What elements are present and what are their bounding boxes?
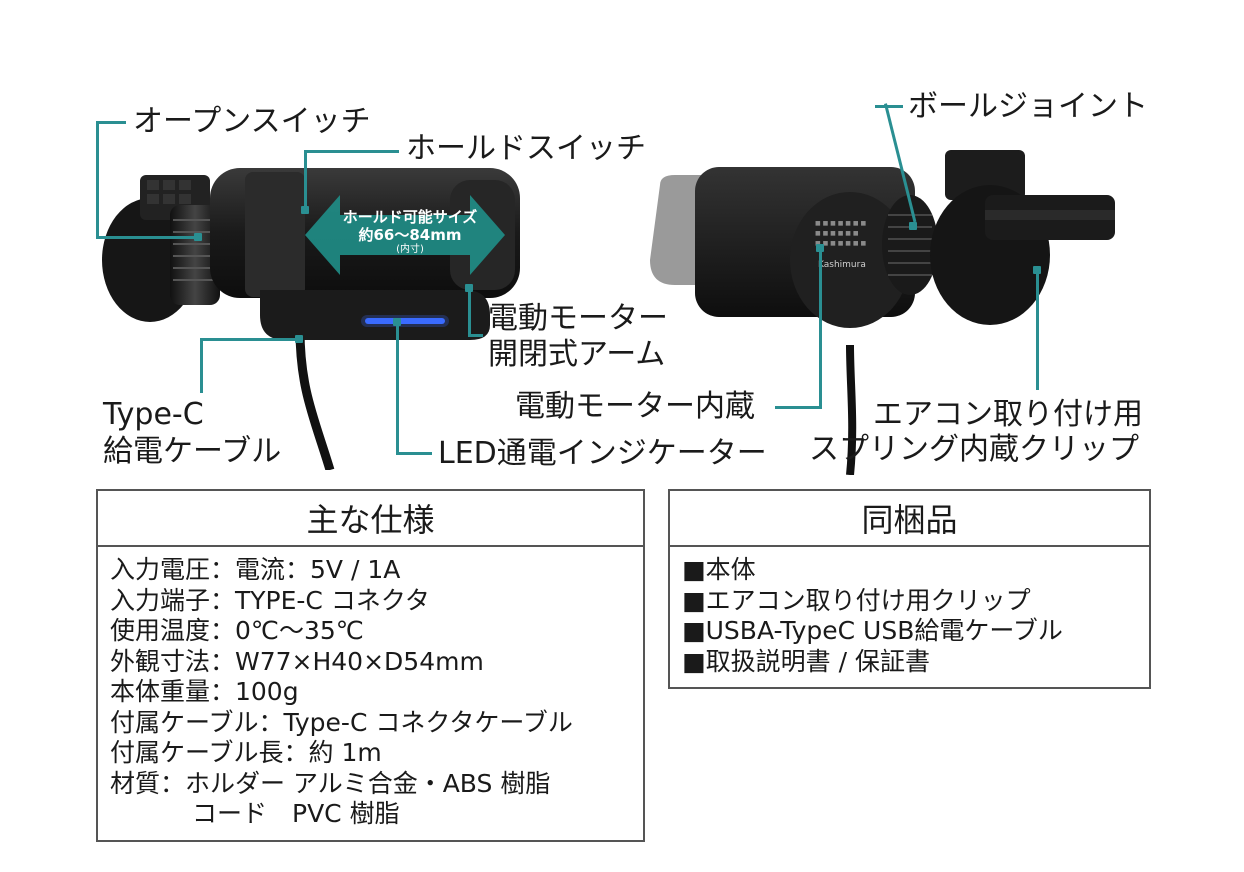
label-motor-arm-line2: 開閉式アーム bbox=[488, 337, 666, 372]
holder-front-illustration bbox=[102, 168, 520, 472]
product-photo-back: ■ ■ ■ ■ ■ ■ ■ ■ ■ ■ ■ ■ ■ ■ ■ ■ ■ ■ ■ ■ … bbox=[640, 145, 1120, 476]
label-hold-switch: ホールドスイッチ bbox=[406, 131, 646, 166]
contents-row-body: ■本体 bbox=[682, 555, 756, 584]
spec-box: 主な仕様 入力電圧：電流：5V / 1A 入力端子：TYPE-C コネクタ 使用… bbox=[96, 489, 645, 842]
svg-text:■ ■ ■ ■ ■ ■: ■ ■ ■ ■ ■ ■ bbox=[815, 230, 859, 237]
product-photo-front bbox=[95, 150, 525, 472]
svg-text:■ ■ ■ ■ ■ ■ ■: ■ ■ ■ ■ ■ ■ ■ bbox=[815, 240, 866, 247]
leader-motor-builtin-dot bbox=[816, 244, 824, 252]
label-clip-line2: スプリング内蔵クリップ bbox=[809, 432, 1139, 467]
leader-type-c-h bbox=[200, 338, 295, 341]
contents-row-cable: ■USBA-TypeC USB給電ケーブル bbox=[682, 616, 1063, 645]
spec-box-title: 主な仕様 bbox=[98, 491, 643, 547]
contents-list: ■本体 ■エアコン取り付け用クリップ ■USBA-TypeC USB給電ケーブル… bbox=[670, 547, 1149, 685]
label-open-switch: オープンスイッチ bbox=[133, 104, 371, 139]
contents-box: 同梱品 ■本体 ■エアコン取り付け用クリップ ■USBA-TypeC USB給電… bbox=[668, 489, 1151, 689]
hold-size-line2: 約66～84mm bbox=[358, 226, 462, 244]
holder-back-illustration: ■ ■ ■ ■ ■ ■ ■ ■ ■ ■ ■ ■ ■ ■ ■ ■ ■ ■ ■ ■ … bbox=[650, 150, 1115, 476]
contents-box-title: 同梱品 bbox=[670, 491, 1149, 547]
leader-hold-switch-dot bbox=[301, 206, 309, 214]
label-led-indicator: LED通電インジケーター bbox=[438, 436, 767, 471]
label-type-c-line1: Type-C bbox=[103, 397, 204, 432]
leader-open-switch-dot bbox=[194, 233, 202, 241]
leader-motor-arm-h bbox=[468, 334, 483, 337]
leader-type-c-dot bbox=[295, 335, 303, 343]
hold-size-line1: ホールド可能サイズ bbox=[342, 208, 478, 226]
leader-led-h bbox=[396, 452, 432, 455]
spec-row-cable-length: 付属ケーブル長：約 1m bbox=[110, 738, 382, 767]
svg-text:■ ■ ■ ■ ■ ■ ■: ■ ■ ■ ■ ■ ■ ■ bbox=[815, 220, 866, 227]
spec-row-temperature: 使用温度：0℃～35℃ bbox=[110, 616, 364, 645]
leader-clip-v bbox=[1036, 270, 1039, 390]
leader-ball-joint-h bbox=[875, 105, 903, 108]
label-motor-builtin: 電動モーター内蔵 bbox=[515, 389, 755, 424]
leader-ball-joint-dot bbox=[909, 222, 917, 230]
leader-motor-builtin-v bbox=[819, 248, 822, 409]
hold-size-line3: (内寸) bbox=[396, 244, 424, 255]
leader-led-v bbox=[396, 322, 399, 454]
leader-open-switch-h2 bbox=[96, 236, 196, 239]
leader-motor-arm-v bbox=[468, 286, 471, 336]
spec-row-input: 入力端子：TYPE-C コネクタ bbox=[110, 585, 430, 615]
label-clip-line1: エアコン取り付け用 bbox=[873, 397, 1143, 432]
label-ball-joint: ボールジョイント bbox=[908, 89, 1148, 124]
leader-type-c-v bbox=[200, 338, 203, 393]
label-motor-arm-line1: 電動モーター bbox=[488, 301, 668, 336]
leader-hold-switch-v bbox=[304, 150, 307, 210]
hold-size-text: ホールド可能サイズ 約66～84mm (内寸) bbox=[320, 208, 500, 256]
spec-row-cable: 付属ケーブル：Type-C コネクタケーブル bbox=[110, 707, 573, 737]
leader-motor-builtin-h bbox=[775, 406, 822, 409]
spec-row-dimensions: 外観寸法：W77×H40×D54mm bbox=[110, 646, 484, 676]
spec-row-voltage: 入力電圧：電流：5V / 1A bbox=[110, 555, 401, 584]
spec-row-material: 材質：ホルダー アルミ合金・ABS 樹脂 bbox=[110, 768, 551, 798]
leader-hold-switch-h bbox=[304, 150, 399, 153]
leader-open-switch-v bbox=[96, 121, 99, 239]
leader-led-dot bbox=[393, 318, 401, 326]
contents-row-manual: ■取扱説明書 / 保証書 bbox=[682, 646, 930, 676]
spec-row-material-cord: コード PVC 樹脂 bbox=[192, 799, 400, 828]
brand-mark: Kashimura bbox=[818, 260, 866, 270]
spec-list: 入力電圧：電流：5V / 1A 入力端子：TYPE-C コネクタ 使用温度：0℃… bbox=[98, 547, 643, 838]
label-type-c-line2: 給電ケーブル bbox=[103, 434, 282, 469]
spec-row-weight: 本体重量：100g bbox=[110, 677, 299, 706]
leader-motor-arm-dot bbox=[465, 284, 473, 292]
contents-row-clip: ■エアコン取り付け用クリップ bbox=[682, 585, 1031, 615]
leader-open-switch-h bbox=[96, 121, 126, 124]
leader-clip-dot bbox=[1033, 266, 1041, 274]
